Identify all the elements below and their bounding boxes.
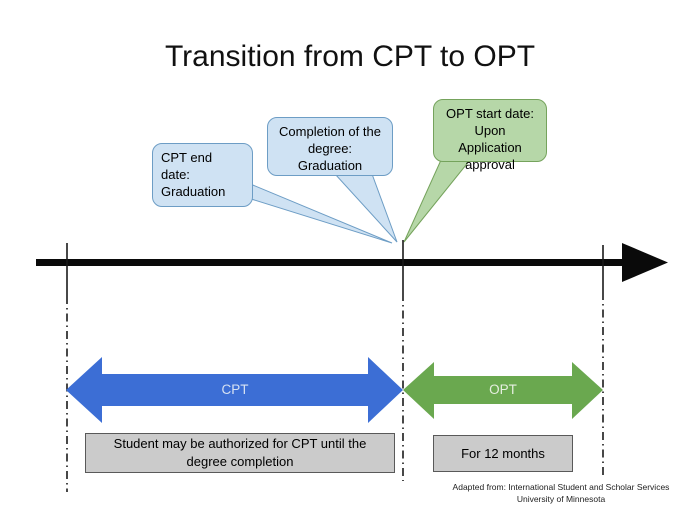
opt-note-text: For 12 months	[461, 445, 545, 461]
attribution-line1: Adapted from: International Student and …	[452, 482, 670, 492]
cpt-arrow-label: CPT	[221, 382, 249, 397]
opt-range-arrow	[403, 362, 603, 419]
timeline-line	[36, 259, 625, 266]
timeline-arrowhead	[622, 243, 668, 282]
cpt-note-box: Student may be authorized for CPT until …	[85, 433, 395, 473]
callout-cpt-end: CPT end date: Graduation	[152, 143, 253, 207]
callout-cpt-end-text: CPT end date: Graduation	[161, 150, 226, 199]
cpt-range-arrow	[66, 357, 403, 423]
callout-opt-start: OPT start date: Upon Application approva…	[433, 99, 547, 172]
cpt-note-text: Student may be authorized for CPT until …	[113, 436, 367, 469]
callout-tail-opt-start	[403, 159, 472, 243]
page-title: Transition from CPT to OPT	[164, 40, 536, 73]
attribution-line2: University of Minnesota	[516, 493, 606, 504]
callout-degree-completion: Completion of the degree: Graduation	[267, 117, 393, 176]
attribution: Adapted from: International Student and …	[430, 482, 692, 506]
callout-degree-completion-text: Completion of the degree: Graduation	[279, 124, 381, 173]
opt-arrow-label: OPT	[489, 382, 517, 397]
opt-note-box: For 12 months	[433, 435, 573, 472]
callout-opt-start-text: OPT start date: Upon Application approva…	[446, 106, 534, 172]
